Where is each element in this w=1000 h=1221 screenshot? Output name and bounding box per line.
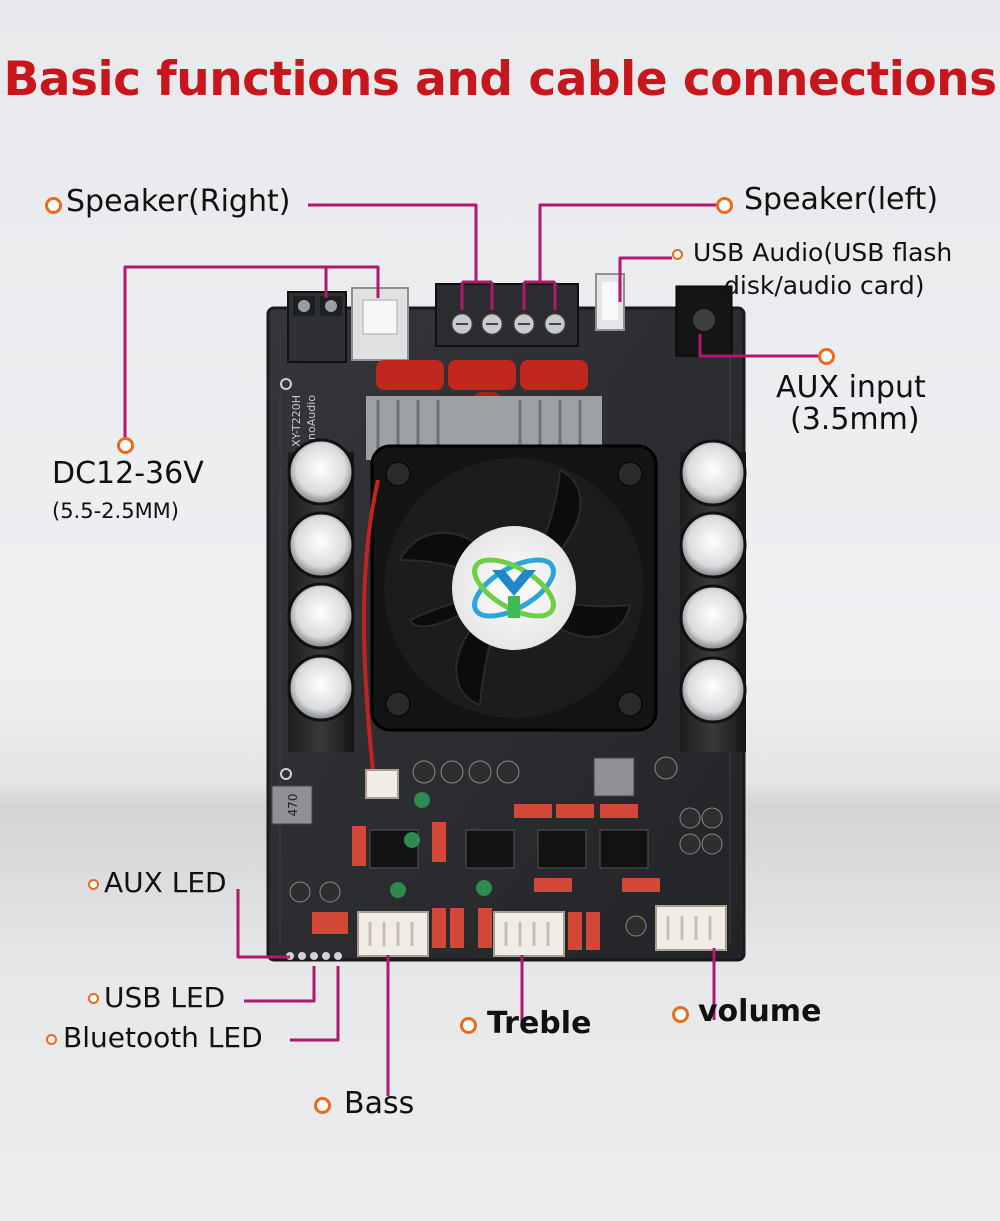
marker-aux-input bbox=[818, 348, 835, 365]
label-bass: Bass bbox=[344, 1086, 415, 1121]
marker-speaker-right bbox=[45, 197, 62, 214]
dc-power-terminal bbox=[287, 291, 347, 363]
label-volume: volume bbox=[698, 994, 822, 1029]
label-dc-power-size: (5.5-2.5MM) bbox=[52, 499, 179, 523]
marker-dc-power bbox=[117, 437, 134, 454]
fan-connector bbox=[365, 769, 399, 799]
label-dc-power: DC12-36V bbox=[52, 456, 204, 491]
volume-connector bbox=[655, 905, 727, 951]
green-capacitors bbox=[390, 792, 492, 898]
label-usb-led: USB LED bbox=[104, 981, 226, 1014]
op-amp-chips bbox=[369, 829, 649, 869]
capacitors-left bbox=[287, 438, 355, 752]
label-usb-audio-line2: disk/audio card) bbox=[724, 271, 925, 300]
inductor-label: 470 bbox=[286, 794, 300, 817]
inductors: 470 bbox=[271, 757, 635, 825]
capacitors-right bbox=[679, 439, 747, 752]
page-title: Basic functions and cable connections bbox=[3, 52, 997, 107]
label-aux-led: AUX LED bbox=[104, 866, 227, 899]
cooling-fan bbox=[370, 444, 658, 732]
label-aux-input-line2: (3.5mm) bbox=[790, 402, 920, 437]
marker-speaker-left bbox=[716, 197, 733, 214]
resistor-packs bbox=[312, 804, 660, 950]
usb-a-port bbox=[595, 273, 625, 331]
label-bluetooth-led: Bluetooth LED bbox=[63, 1021, 263, 1054]
marker-aux-led bbox=[88, 879, 99, 890]
usb-b-connector bbox=[351, 287, 409, 361]
brand-logo-icon bbox=[472, 557, 556, 619]
marker-treble bbox=[460, 1017, 477, 1034]
small-capacitors bbox=[289, 756, 723, 937]
label-speaker-left: Speaker(left) bbox=[744, 182, 939, 217]
bass-connector bbox=[357, 911, 429, 957]
marker-usb-audio bbox=[672, 249, 683, 260]
marker-bass bbox=[314, 1097, 331, 1114]
label-speaker-right: Speaker(Right) bbox=[66, 184, 291, 219]
marker-usb-led bbox=[88, 993, 99, 1004]
marker-volume bbox=[672, 1006, 689, 1023]
label-usb-audio-line1: USB Audio(USB flash bbox=[693, 238, 953, 267]
silkscreen-model: XY-T220H bbox=[290, 395, 303, 447]
label-aux-input-line1: AUX input bbox=[776, 370, 926, 405]
speaker-terminal-block bbox=[435, 283, 579, 347]
marker-bluetooth-led bbox=[46, 1034, 57, 1045]
treble-connector bbox=[493, 911, 565, 957]
label-treble: Treble bbox=[487, 1006, 592, 1041]
